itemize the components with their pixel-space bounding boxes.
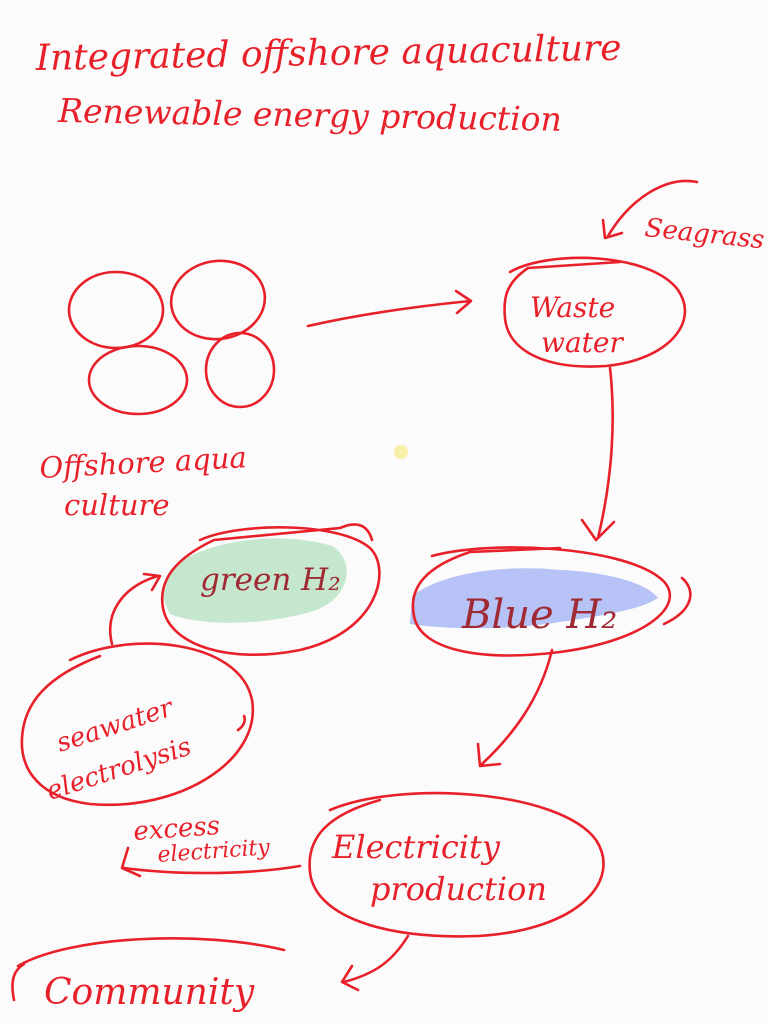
excess-label-line-1: excess — [132, 811, 221, 847]
greenh2-oval — [160, 523, 381, 657]
wastewater-label-line-2: water — [541, 326, 624, 359]
cage-circle — [169, 259, 267, 341]
arrow-electrolysis-to-greenh2 — [109, 572, 162, 646]
arrow-wastewater-to-blueh2 — [580, 366, 616, 542]
arrow-electricity-to-excess — [120, 846, 302, 878]
aquaculture-label-line-1: Offshore aqua — [39, 440, 248, 485]
arrow-blueh2-to-electricity — [476, 648, 554, 768]
cage-circle — [67, 270, 165, 350]
greenh2-label: green H₂ — [200, 562, 341, 598]
electricity-oval — [308, 791, 605, 938]
aquaculture-label-line-2: culture — [64, 488, 170, 522]
blue-highlight — [410, 568, 658, 629]
electrolysis-tick — [236, 714, 247, 732]
aquaculture-cages — [67, 259, 276, 416]
blueh2-tail — [662, 576, 692, 626]
blueh2-oval — [411, 546, 672, 657]
blueh2-label: Blue H₂ — [461, 592, 617, 638]
community-oval — [11, 937, 286, 1002]
electrolysis-oval — [20, 642, 255, 807]
seagrass-label: Seagrass — [643, 213, 765, 255]
wastewater-label-line-1: Waste — [530, 291, 615, 324]
cage-circle — [87, 344, 189, 416]
green-highlight — [163, 538, 347, 623]
electricity-label-line-1: Electricity — [331, 828, 501, 866]
community-label: Community — [44, 972, 255, 1013]
arrow-seagrass-to-wastewater — [601, 179, 699, 240]
wastewater-oval — [503, 256, 687, 368]
yellow-dot — [394, 445, 408, 459]
arrow-electricity-to-community — [340, 934, 410, 992]
electricity-label-line-2: production — [370, 870, 547, 908]
arrow-aquaculture-to-wastewater — [306, 289, 473, 328]
title-line-2: Renewable energy production — [57, 91, 562, 139]
cage-circle — [204, 331, 276, 409]
title-line-1: Integrated offshore aquaculture — [34, 28, 621, 79]
